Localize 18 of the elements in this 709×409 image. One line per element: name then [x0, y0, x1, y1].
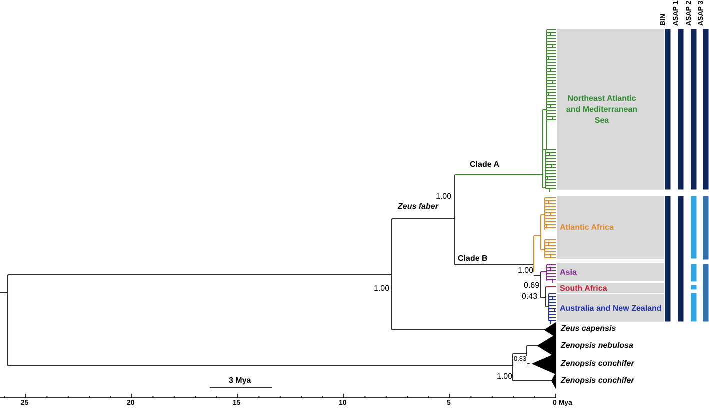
- region-band: Australia and New Zealand: [557, 294, 664, 322]
- region-band: Northeast Atlantic and Mediterranean Sea: [557, 29, 664, 190]
- species-label: Zenopsis conchifer: [561, 376, 634, 386]
- support-value: 1.00: [436, 192, 452, 202]
- support-value: 1.00: [497, 372, 513, 382]
- support-value: 1.00: [374, 284, 390, 294]
- species-label: Zenopsis conchifer: [561, 359, 634, 369]
- species-label: Zeus faber: [398, 202, 438, 212]
- support-value: 0.69: [524, 281, 540, 291]
- region-band: Atlantic Africa: [557, 196, 664, 259]
- region-band: Asia: [557, 263, 664, 281]
- scale-label: 3 Mya: [229, 376, 252, 386]
- clade-label: Clade B: [458, 254, 488, 264]
- region-band: South Africa: [557, 283, 664, 293]
- clade-label: Clade A: [470, 160, 500, 170]
- support-value: 0.43: [522, 292, 538, 302]
- support-value: 1.00: [518, 266, 534, 276]
- species-label: Zenopsis nebulosa: [561, 341, 634, 351]
